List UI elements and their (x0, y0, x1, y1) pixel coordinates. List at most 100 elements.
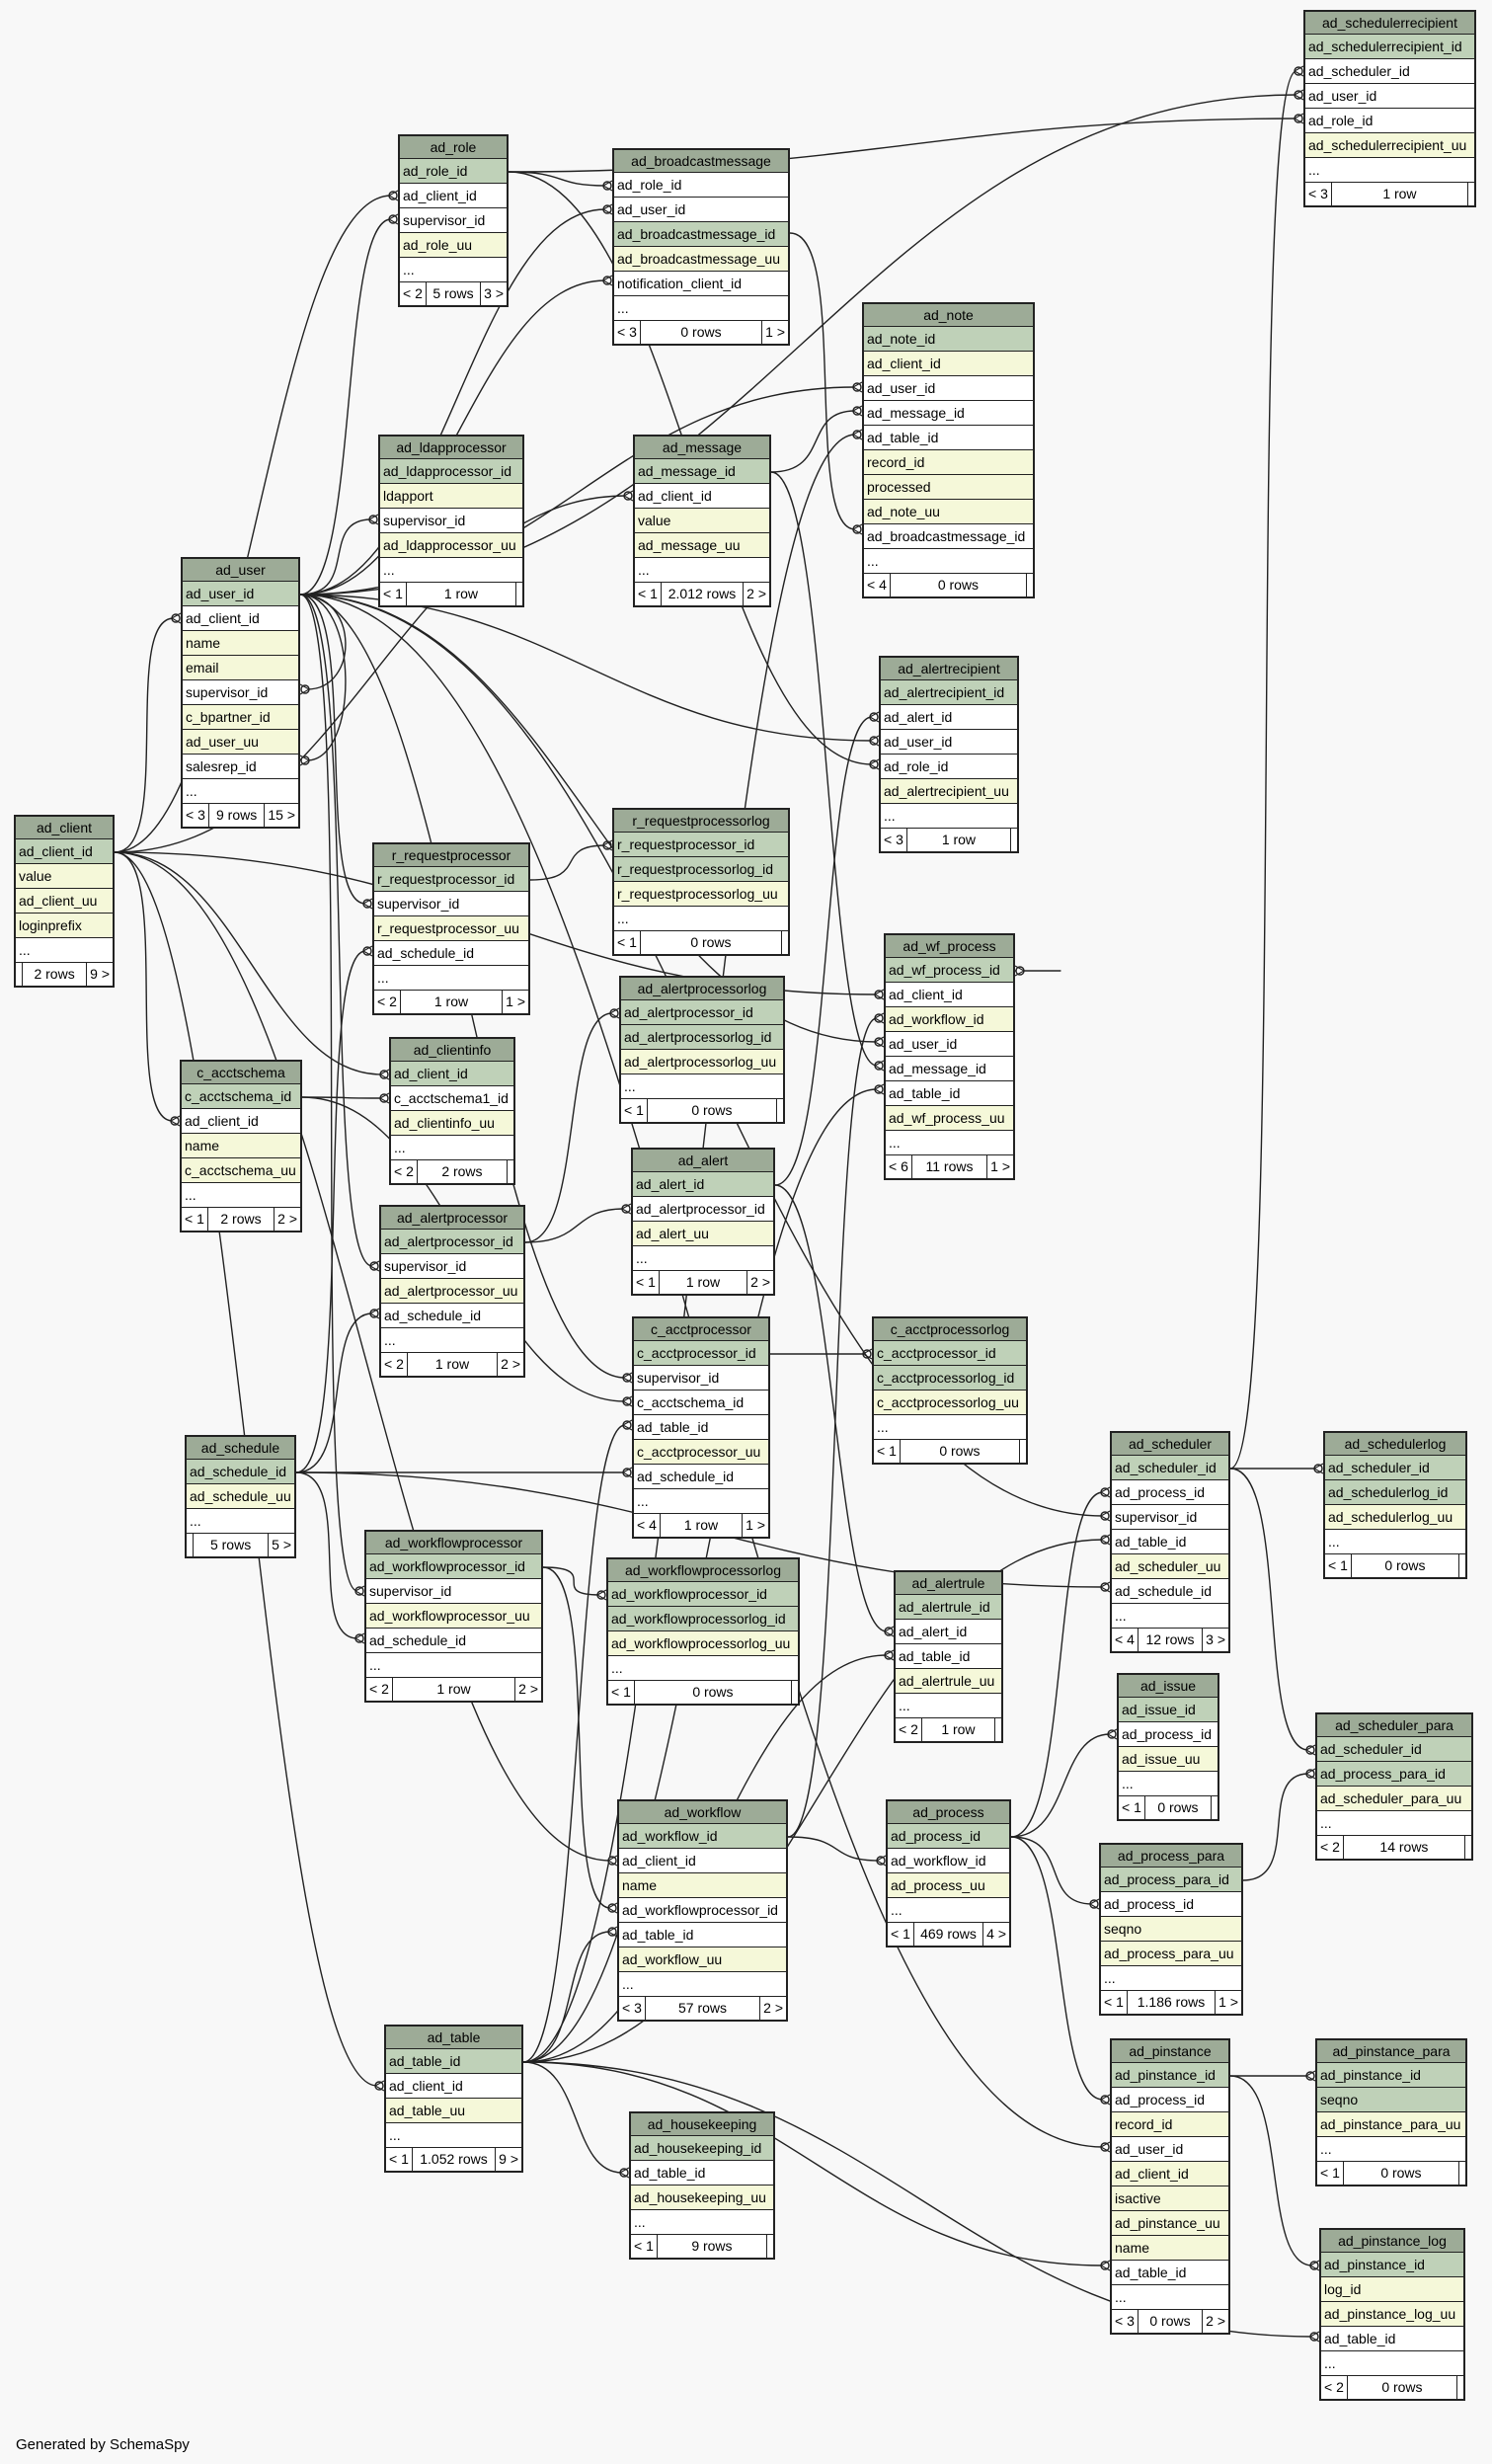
foreign-key-column[interactable]: ad_broadcastmessage_id (864, 524, 1033, 549)
column[interactable]: c_acctprocessorlog_uu (874, 1391, 1026, 1415)
primary-key-column[interactable]: ad_workflowprocessor_id (608, 1582, 798, 1607)
table-title[interactable]: ad_workflowprocessor (366, 1532, 541, 1554)
primary-key-column[interactable]: ad_workflow_id (619, 1824, 786, 1849)
column[interactable]: ad_schedule_uu (187, 1484, 294, 1509)
children-count[interactable] (1020, 1440, 1026, 1463)
primary-key-column[interactable]: ad_alertrule_id (896, 1595, 1001, 1620)
foreign-key-column[interactable]: ad_schedule_id (1112, 1579, 1228, 1604)
children-count[interactable] (1468, 183, 1474, 205)
children-count[interactable] (508, 1160, 513, 1183)
table-title[interactable]: ad_issue (1119, 1675, 1217, 1698)
children-count[interactable] (1027, 574, 1033, 596)
column[interactable]: ad_workflowprocessor_uu (366, 1604, 541, 1629)
foreign-key-column[interactable]: ad_user_id (864, 376, 1033, 401)
children-count[interactable]: 9 > (90, 966, 110, 982)
children-count[interactable]: 1 > (990, 1158, 1010, 1174)
children-count[interactable] (782, 931, 788, 954)
foreign-key-column[interactable]: ad_client_id (619, 1849, 786, 1873)
parents-count[interactable]: < 2 (391, 1160, 418, 1183)
children-count[interactable] (777, 1099, 783, 1122)
primary-key-column[interactable]: r_requestprocessor_id (614, 833, 788, 857)
column[interactable]: ad_housekeeping_uu (631, 2186, 773, 2210)
foreign-key-column[interactable]: ad_schedule_id (366, 1629, 541, 1653)
foreign-key-column[interactable]: ad_table_id (1112, 1530, 1228, 1554)
column[interactable]: email (183, 656, 298, 680)
parents-count[interactable]: < 2 (896, 1718, 922, 1741)
column[interactable]: ad_table_uu (386, 2099, 521, 2123)
column[interactable]: ad_pinstance_uu (1112, 2211, 1228, 2236)
column[interactable]: ad_workflow_id (886, 1007, 1013, 1032)
column[interactable]: ad_alertrecipient_uu (881, 779, 1017, 804)
children-count[interactable] (1465, 1836, 1471, 1859)
foreign-key-column[interactable]: supervisor_id (1112, 1505, 1228, 1530)
parents-count[interactable]: < 3 (881, 829, 907, 851)
primary-key-column[interactable]: r_requestprocessor_id (374, 867, 528, 892)
column[interactable]: loginprefix (16, 914, 113, 938)
table-title[interactable]: ad_alert (633, 1150, 773, 1172)
column[interactable]: ad_wf_process_uu (886, 1106, 1013, 1131)
primary-key-column[interactable]: ad_alertrecipient_id (881, 680, 1017, 705)
primary-key-column[interactable]: seqno (1317, 2088, 1465, 2112)
primary-key-column[interactable]: ad_workflowprocessorlog_id (608, 1607, 798, 1631)
table-title[interactable]: ad_wf_process (886, 935, 1013, 958)
parents-count[interactable]: < 1 (633, 1271, 660, 1294)
children-count[interactable]: 2 > (1206, 2313, 1225, 2329)
parents-count[interactable]: < 2 (1317, 1836, 1344, 1859)
table-title[interactable]: ad_schedulerlog (1325, 1433, 1465, 1456)
children-count[interactable] (1459, 2162, 1465, 2185)
column[interactable]: ad_issue_uu (1119, 1747, 1217, 1772)
parents-count[interactable]: < 4 (634, 1514, 661, 1537)
parents-count[interactable]: < 1 (614, 931, 641, 954)
column[interactable]: value (635, 509, 769, 533)
foreign-key-column[interactable]: ad_client_id (386, 2074, 521, 2099)
foreign-key-column[interactable]: c_acctschema_id (634, 1391, 768, 1415)
parents-count[interactable]: < 3 (183, 804, 209, 827)
foreign-key-column[interactable]: ad_client_id (400, 184, 507, 208)
primary-key-column[interactable]: ad_scheduler_id (1317, 1737, 1471, 1762)
foreign-key-column[interactable]: ad_table_id (886, 1081, 1013, 1106)
table-title[interactable]: ad_pinstance (1112, 2040, 1228, 2063)
foreign-key-column[interactable]: ad_client_id (635, 484, 769, 509)
primary-key-column[interactable]: ad_alert_id (633, 1172, 773, 1197)
children-count[interactable] (995, 1718, 1001, 1741)
parents-count[interactable]: < 1 (631, 2235, 658, 2258)
column[interactable]: isactive (1112, 2186, 1228, 2211)
table-title[interactable]: ad_housekeeping (631, 2113, 773, 2136)
table-title[interactable]: ad_scheduler (1112, 1433, 1228, 1456)
foreign-key-column[interactable]: ad_table_id (864, 426, 1033, 450)
foreign-key-column[interactable]: supervisor_id (380, 509, 522, 533)
primary-key-column[interactable]: ad_schedulerlog_id (1325, 1480, 1465, 1505)
column[interactable]: ad_alertrule_uu (896, 1669, 1001, 1694)
column[interactable]: ad_client_id (864, 352, 1033, 376)
foreign-key-column[interactable]: supervisor_id (183, 680, 298, 705)
column[interactable]: ad_alertprocessor_uu (381, 1279, 523, 1304)
foreign-key-column[interactable]: ad_schedule_id (634, 1465, 768, 1489)
parents-count[interactable]: < 2 (381, 1353, 408, 1376)
column[interactable]: ad_workflowprocessorlog_uu (608, 1631, 798, 1656)
table-title[interactable]: ad_clientinfo (391, 1039, 513, 1062)
column[interactable]: log_id (1321, 2277, 1463, 2302)
parents-count[interactable]: < 3 (1305, 183, 1332, 205)
column[interactable]: r_requestprocessorlog_uu (614, 882, 788, 907)
primary-key-column[interactable]: ad_scheduler_id (1325, 1456, 1465, 1480)
children-count[interactable] (792, 1681, 798, 1704)
column[interactable]: c_acctprocessor_uu (634, 1440, 768, 1465)
primary-key-column[interactable]: ad_schedulerrecipient_id (1305, 35, 1474, 59)
parents-count[interactable] (16, 963, 23, 986)
children-count[interactable]: 3 > (1206, 1631, 1225, 1647)
